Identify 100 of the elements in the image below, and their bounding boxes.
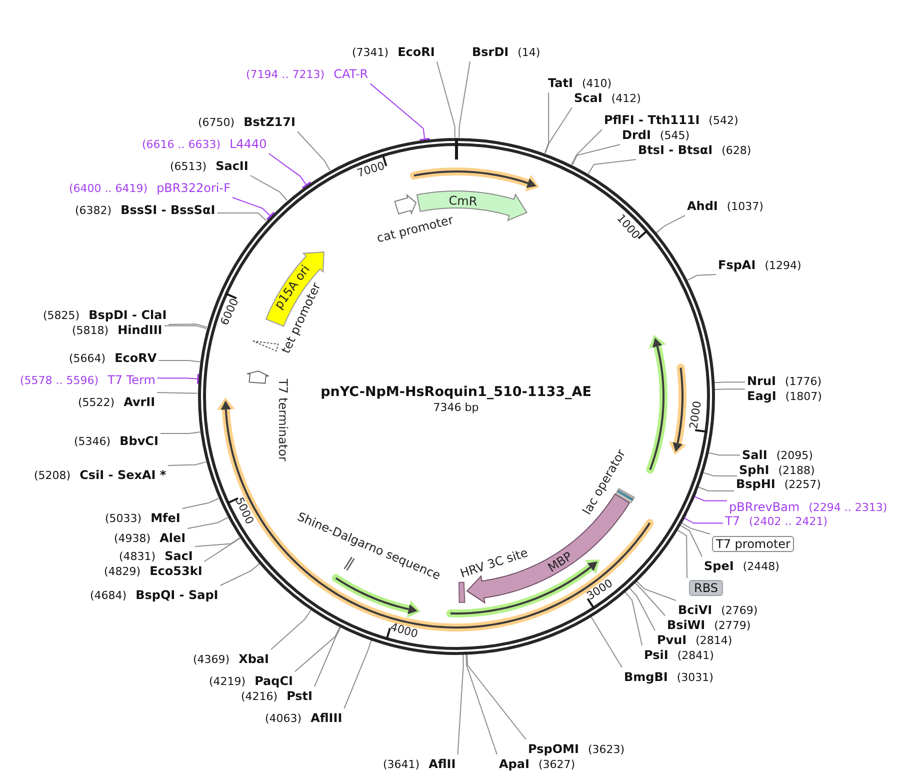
restriction-site-label: PspOMI (3623) — [528, 742, 625, 756]
leader-line — [697, 486, 734, 492]
leader-line — [571, 129, 602, 166]
leader-line — [544, 92, 550, 154]
restriction-site-label: (5346) BbvCI — [74, 434, 158, 448]
leader-line — [194, 537, 240, 547]
leader-line — [466, 654, 526, 740]
restriction-site-label: EagI (1807) — [747, 388, 822, 404]
leader-line — [168, 324, 208, 328]
restriction-site-label: (4684) BspQI - SapI — [90, 588, 218, 602]
restriction-site-label: BmgBI (3031) — [624, 670, 714, 684]
leader-line — [624, 591, 642, 646]
restriction-site-label: SalI (2095) — [742, 448, 813, 462]
restriction-site-label: (4219) PaqCI — [209, 674, 294, 688]
restriction-site-label: (4216) PstI — [241, 688, 313, 704]
tick-label: 4000 — [389, 622, 420, 641]
restriction-site-label: (6513) SacII — [170, 158, 248, 174]
restriction-site-label: (5033) MfeI — [105, 510, 180, 526]
tick-label: 2000 — [688, 400, 704, 430]
leader-line — [544, 107, 572, 154]
restriction-site-label: SphI (2188) — [739, 462, 815, 478]
leader-line — [216, 212, 267, 222]
restriction-site-label: (5825) BspDI - ClaI — [43, 308, 167, 322]
leader-line — [158, 360, 200, 362]
leader-line — [466, 654, 498, 755]
restriction-site-label: BspHI (2257) — [736, 476, 821, 492]
leader-line — [187, 516, 228, 529]
primer-label: pBRrevBam (2294 .. 2313) — [729, 500, 888, 514]
restriction-site-label: (5522) AvrII — [78, 394, 156, 410]
leader-line — [232, 197, 275, 220]
restriction-site-label: (5664) EcoRV — [69, 350, 157, 366]
restriction-site-label: (3641) AflII — [383, 756, 456, 772]
plasmid-name: pnYC-NpM-HsRoquin1_510-1133_AE — [320, 384, 592, 400]
leader-line — [164, 325, 207, 330]
restriction-site-label: AhdI (1037) — [687, 198, 764, 214]
leader-line — [270, 610, 312, 650]
primer-label: (6400 .. 6419) pBR322ori-F — [69, 180, 230, 196]
leader-line — [314, 626, 342, 687]
leader-line — [702, 472, 738, 476]
leader-line — [344, 640, 372, 709]
leader-line — [590, 616, 622, 668]
leader-line — [714, 382, 746, 384]
restriction-site-label: (4938) AleI — [114, 530, 186, 546]
restriction-site-label: BciVI (2769) — [678, 602, 758, 618]
leader-line — [680, 522, 710, 534]
leader-line — [220, 563, 260, 586]
feature-label-box: RBS — [689, 580, 723, 596]
restriction-site-label: BtsI - BtsαI (628) — [638, 142, 752, 158]
primer-label: T7 (2402 .. 2421) — [725, 514, 828, 528]
restriction-site-label: (4063) AflIII — [265, 710, 342, 726]
leader-line — [250, 175, 288, 201]
tick-label: 7000 — [356, 160, 386, 180]
leader-line — [204, 538, 241, 562]
leader-line — [656, 215, 686, 234]
leader-line — [182, 498, 220, 509]
leader-line — [634, 582, 666, 616]
restriction-site-label: FspAI (1294) — [718, 258, 802, 272]
restriction-site-label: ApaI (3627) — [499, 756, 576, 772]
leader-line — [708, 452, 740, 456]
leader-line — [588, 159, 636, 174]
restriction-site-label: PsiI (2841) — [644, 648, 714, 662]
leader-line — [294, 626, 340, 672]
restriction-site-label: NruI (1776) — [747, 374, 822, 388]
leader-line — [679, 524, 702, 557]
primer-label: (6616 .. 6633) L4440 — [142, 136, 267, 152]
restriction-site-label: (6750) BstZ17I — [198, 114, 296, 130]
leader-line — [572, 144, 620, 166]
leader-line — [268, 153, 312, 189]
restriction-site-label: BsrDI (14) — [472, 44, 540, 60]
restriction-site-label: (4369) XbaI — [193, 652, 269, 666]
leader-line — [457, 654, 464, 755]
restriction-site-label: TatI (410) — [548, 76, 612, 90]
leader-line — [296, 131, 330, 171]
leader-line — [686, 274, 716, 281]
restriction-site-label: DrdI (545) — [622, 128, 690, 142]
leader-line — [156, 392, 198, 394]
restriction-site-label: SpeI (2448) — [704, 558, 780, 574]
restriction-site-label: (7341) EcoRI — [352, 44, 435, 60]
leader-line — [680, 512, 724, 524]
restriction-site-label: ScaI (412) — [574, 90, 641, 106]
leader-line — [714, 388, 746, 390]
restriction-site-label: (5208) CsiI - SexAI * — [34, 468, 166, 482]
tick-label: 6000 — [218, 296, 242, 328]
plasmid-length: 7346 bp — [433, 400, 479, 416]
tick-label: 5000 — [233, 496, 256, 526]
leader-line — [458, 61, 470, 138]
terminator-feature: T7 terminator — [246, 370, 290, 462]
leader-line — [156, 372, 200, 385]
leader-line — [436, 61, 456, 138]
restriction-site-label: PflFI - Tth111I (542) — [604, 112, 738, 128]
leader-line — [691, 490, 728, 502]
leader-line — [636, 580, 676, 601]
leader-line — [676, 529, 688, 578]
leader-line — [628, 587, 656, 631]
restriction-site-label: PvuI (2814) — [657, 632, 732, 648]
restriction-site-label: (4829) Eco53kI — [104, 564, 202, 578]
leader-line — [370, 83, 431, 141]
restriction-site-label: (5818) HindIII — [72, 322, 162, 338]
leader-line — [160, 432, 201, 434]
leader-line — [168, 461, 207, 466]
